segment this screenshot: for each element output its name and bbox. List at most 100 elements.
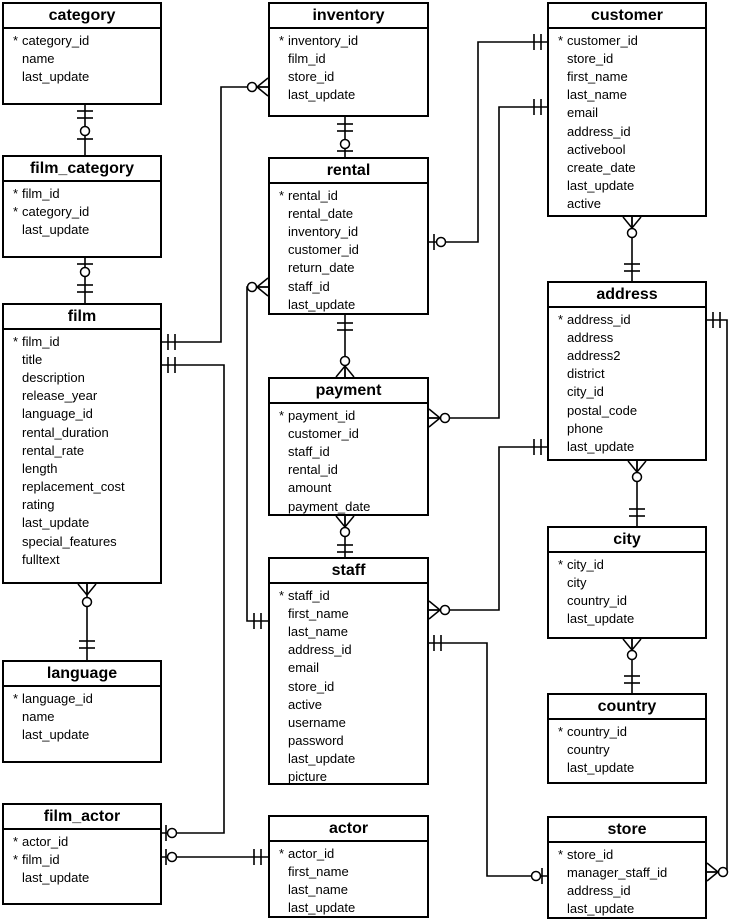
field-row-rental_duration: rental_duration xyxy=(4,423,160,441)
field-row-last_update: last_update xyxy=(549,610,705,628)
connector-film_category__film xyxy=(77,258,93,303)
field-row-country: country xyxy=(549,740,705,758)
field-row-return_date: return_date xyxy=(270,259,427,277)
field-label: country_id xyxy=(567,592,627,608)
field-row-last_update: last_update xyxy=(549,437,705,455)
field-label: email xyxy=(288,660,320,676)
field-label: manager_staff_id xyxy=(567,864,668,880)
field-row-create_date: create_date xyxy=(549,158,705,176)
field-label: film_id xyxy=(288,50,326,66)
field-label: customer_id xyxy=(288,242,359,258)
field-row-customer_id: customer_id xyxy=(270,424,427,442)
table-title: address xyxy=(549,283,705,308)
field-row-store_id: store_id xyxy=(270,67,427,85)
field-row-first_name: first_name xyxy=(549,67,705,85)
field-row-address: address xyxy=(549,328,705,346)
field-label: address xyxy=(567,329,614,345)
field-row-last_update: last_update xyxy=(4,725,160,743)
field-row-actor_id: *actor_id xyxy=(270,844,427,862)
field-label: name xyxy=(22,708,55,724)
primary-key-marker: * xyxy=(12,203,19,219)
connector-address__city xyxy=(627,460,647,526)
field-label: actor_id xyxy=(288,845,335,861)
field-row-last_update: last_update xyxy=(4,868,160,886)
field-row-username: username xyxy=(270,713,427,731)
primary-key-marker: * xyxy=(12,851,19,867)
field-label: store_id xyxy=(567,846,614,862)
connector-customer__address xyxy=(622,216,642,281)
field-label: address_id xyxy=(567,123,631,139)
connector-city__country xyxy=(622,638,642,693)
primary-key-marker: * xyxy=(278,187,285,203)
primary-key-marker: * xyxy=(12,690,19,706)
connector-inventory__rental xyxy=(337,117,353,157)
primary-key-marker: * xyxy=(278,407,285,423)
primary-key-marker: * xyxy=(12,32,19,48)
field-row-rental_date: rental_date xyxy=(270,204,427,222)
field-row-description: description xyxy=(4,368,160,386)
field-label: first_name xyxy=(288,863,349,879)
field-row-country_id: *country_id xyxy=(549,722,705,740)
field-label: country xyxy=(567,741,610,757)
field-label: inventory_id xyxy=(288,32,359,48)
field-label: length xyxy=(22,460,58,476)
field-label: language_id xyxy=(22,690,93,706)
field-row-special_features: special_features xyxy=(4,532,160,550)
table-title: city xyxy=(549,528,705,553)
field-label: category_id xyxy=(22,32,90,48)
connector-payment__customer xyxy=(428,99,547,428)
field-label: inventory_id xyxy=(288,223,359,239)
field-label: address2 xyxy=(567,347,621,363)
field-row-last_update: last_update xyxy=(4,514,160,532)
field-row-store_id: *store_id xyxy=(549,845,705,863)
field-label: rental_duration xyxy=(22,424,109,440)
field-row-payment_date: payment_date xyxy=(270,497,427,515)
field-label: staff_id xyxy=(288,443,330,459)
field-label: actor_id xyxy=(22,833,69,849)
field-label: email xyxy=(567,105,599,121)
field-label: last_update xyxy=(567,759,635,775)
field-row-store_id: store_id xyxy=(270,677,427,695)
field-label: last_update xyxy=(22,68,90,84)
field-row-release_year: release_year xyxy=(4,387,160,405)
field-label: film_id xyxy=(22,185,60,201)
primary-key-marker: * xyxy=(12,833,19,849)
table-title: category xyxy=(4,4,160,29)
field-row-active: active xyxy=(549,195,705,213)
field-label: name xyxy=(22,50,55,66)
connector-film__language xyxy=(77,583,97,660)
table-title: store xyxy=(549,818,705,843)
field-row-name: name xyxy=(4,707,160,725)
field-row-city: city xyxy=(549,573,705,591)
field-row-category_id: *category_id xyxy=(4,31,160,49)
field-row-replacement_cost: replacement_cost xyxy=(4,478,160,496)
field-label: title xyxy=(22,351,43,367)
field-row-last_name: last_name xyxy=(549,86,705,104)
field-row-last_name: last_name xyxy=(270,880,427,898)
field-row-city_id: city_id xyxy=(549,383,705,401)
field-label: amount xyxy=(288,480,332,496)
field-label: description xyxy=(22,369,85,385)
